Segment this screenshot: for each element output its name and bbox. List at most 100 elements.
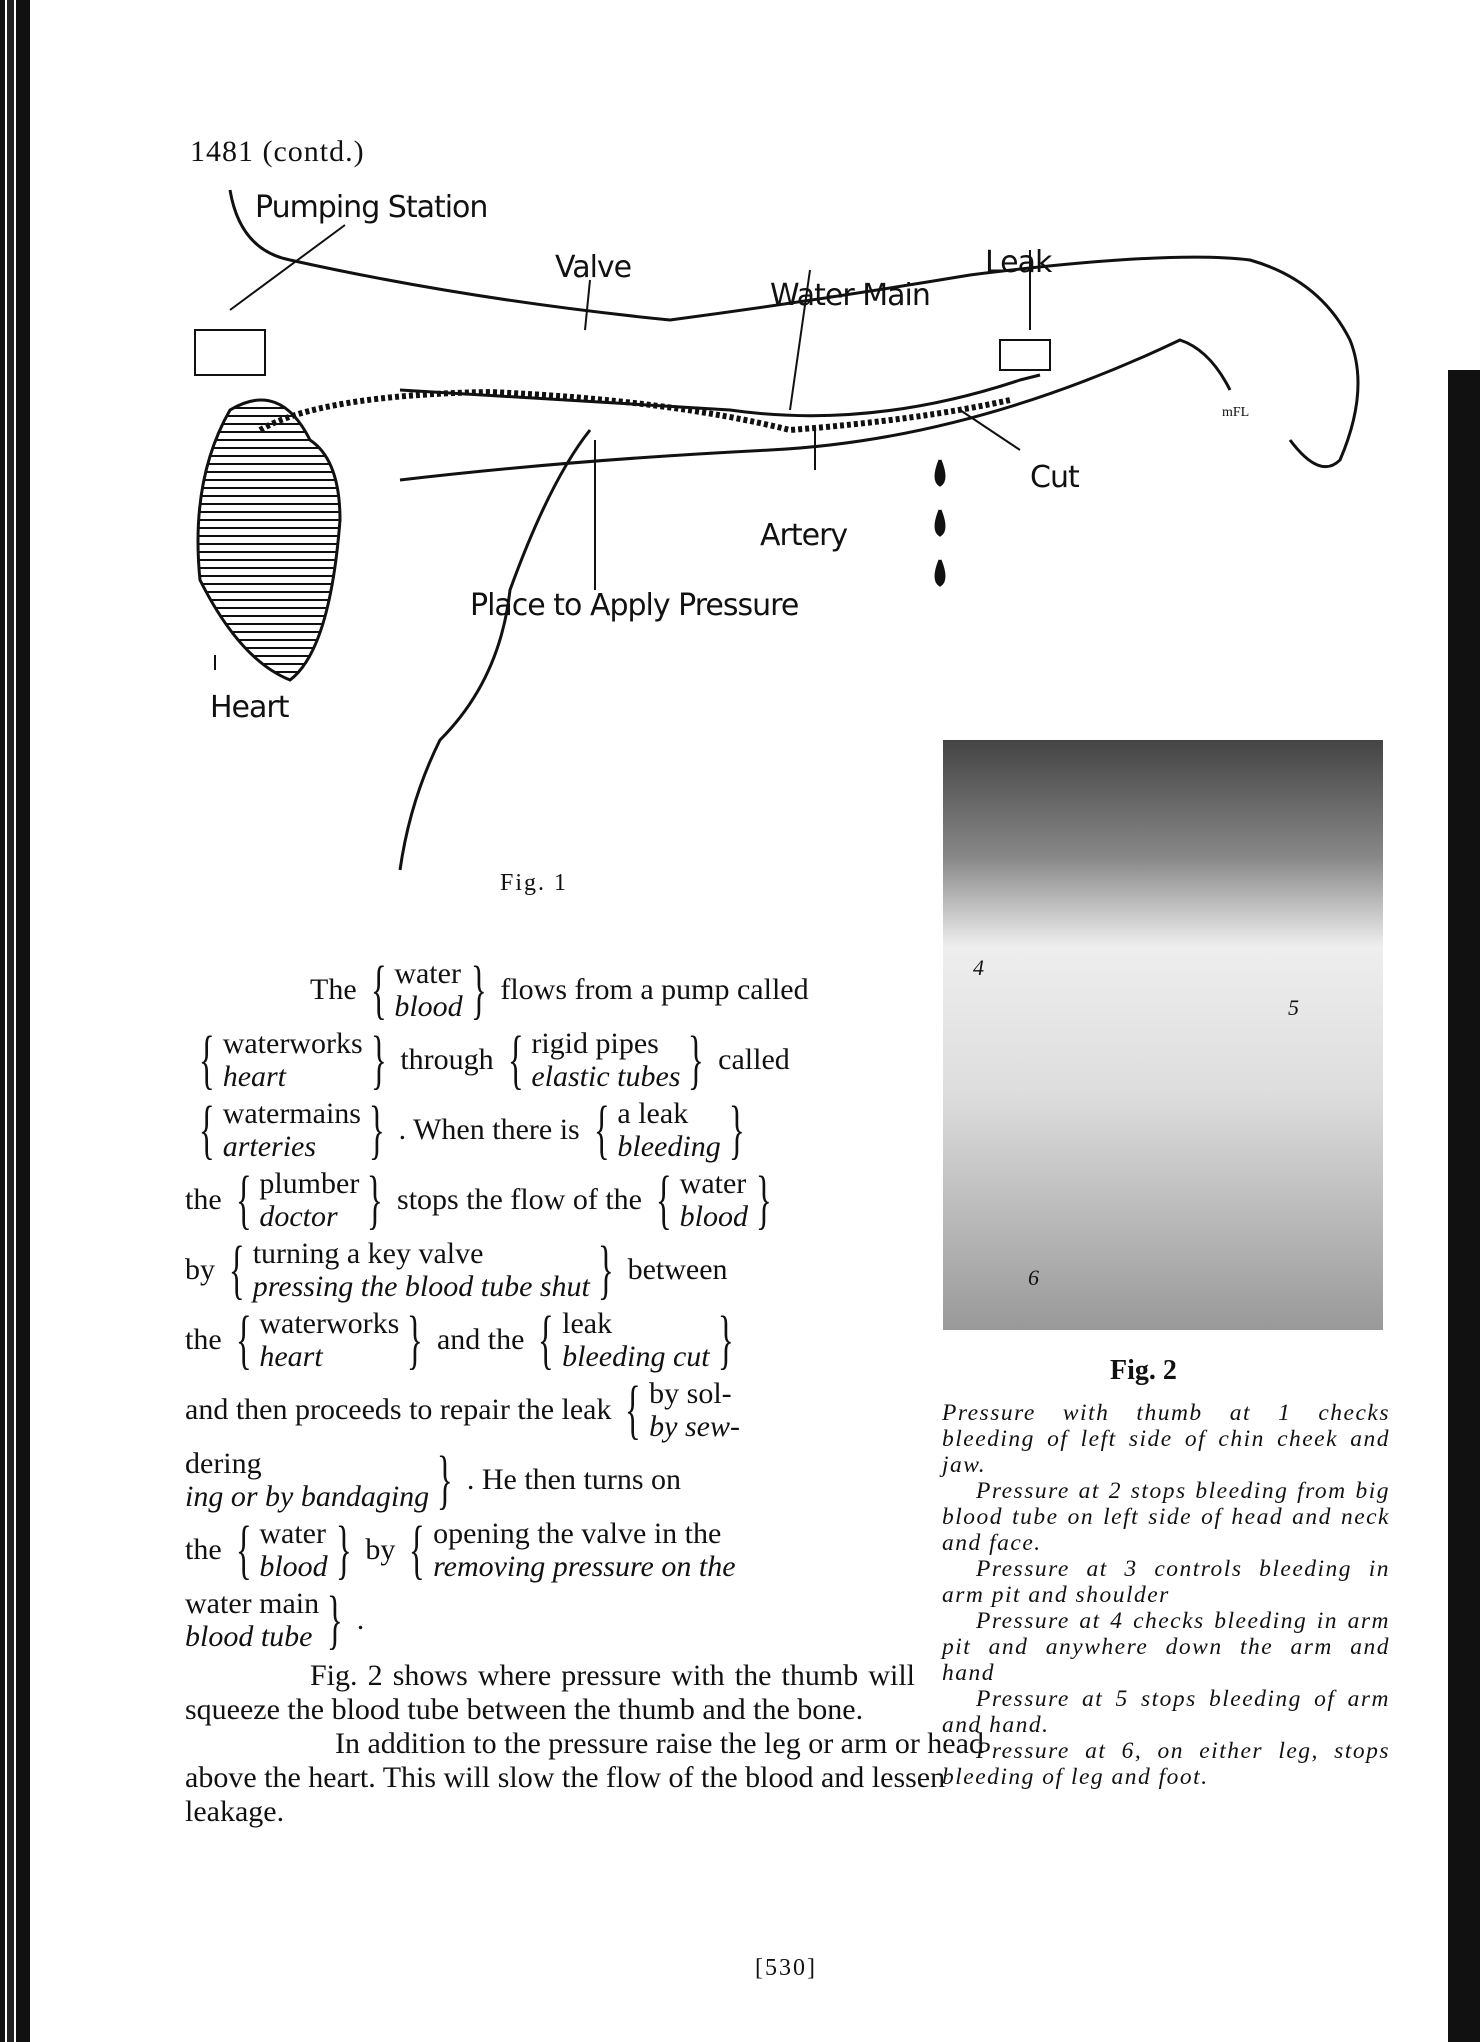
choice-body: bleeding (617, 1130, 721, 1163)
choice-water: water main (185, 1587, 320, 1620)
choice-water: water (394, 957, 461, 990)
scan-right-edge (1448, 370, 1480, 2042)
leak-house (999, 339, 1051, 371)
label-artery: Artery (760, 518, 848, 553)
choice-body: arteries (222, 1130, 317, 1163)
choice-body: bleeding cut (562, 1340, 710, 1373)
text: the (185, 1183, 222, 1216)
arm-outline-bottom (399, 338, 1232, 482)
choice-water: waterworks (259, 1307, 400, 1340)
figure-2-photo: 4 5 6 (943, 740, 1383, 1330)
choice-water: watermains (222, 1097, 361, 1130)
choice-body: ing or by bandaging (185, 1480, 430, 1513)
choice-water: plumber (259, 1167, 360, 1200)
choice-body: blood tube (185, 1620, 313, 1653)
choice-water: water (259, 1517, 326, 1550)
page-number: [530] (755, 1955, 817, 1981)
text: the (185, 1533, 222, 1566)
label-pumping-station: Pumping Station (255, 190, 488, 225)
choice-body: pressing the blood tube shut (252, 1270, 590, 1303)
artist-initials: mFL (1222, 405, 1250, 420)
paragraph-fig2: Fig. 2 shows where pressure with the thu… (185, 1659, 915, 1726)
choice-water: opening the valve in the (433, 1517, 722, 1550)
text: The (310, 973, 357, 1006)
label-water-main: Water Main (770, 278, 931, 313)
text: the (185, 1323, 222, 1356)
arrows (214, 224, 1031, 670)
text: . When there is (398, 1113, 580, 1146)
figure-2-caption: Fig. 2 (1110, 1355, 1177, 1386)
choice-water: turning a key valve (252, 1237, 484, 1270)
text-row: and then proceeds to repair the leak {by… (185, 1375, 915, 1445)
text: by (365, 1533, 396, 1566)
choice-water: dering (185, 1447, 262, 1480)
label-heart: Heart (210, 690, 289, 725)
note-4: Pressure at 4 checks bleeding in arm pit… (942, 1608, 1390, 1686)
text: and the (436, 1323, 525, 1356)
text: between (627, 1253, 728, 1286)
note-1: Pressure with thumb at 1 checks bleeding… (942, 1400, 1390, 1478)
choice-water: leak (562, 1307, 613, 1340)
section-header: 1481 (contd.) (190, 135, 365, 168)
choice-water: a leak (617, 1097, 689, 1130)
choice-body: by sew- (649, 1410, 740, 1443)
water-main-pipe (399, 373, 1041, 418)
choice-water: rigid pipes (531, 1027, 659, 1060)
label-valve: Valve (555, 250, 632, 285)
figure-1-diagram (194, 189, 1360, 871)
note-2: Pressure at 2 stops bleeding from big bl… (942, 1478, 1390, 1556)
note-5: Pressure at 5 stops bleeding of arm and … (942, 1686, 1390, 1738)
pressure-point-5: 5 (1288, 995, 1299, 1020)
note-6: Pressure at 6, on either leg, stops blee… (942, 1738, 1390, 1790)
pressure-point-4: 4 (973, 955, 984, 980)
choice-water: waterworks (222, 1027, 363, 1060)
label-leak: Leak (985, 245, 1052, 280)
text: and then proceeds to repair the leak (185, 1393, 612, 1426)
text: flows from a pump called (500, 973, 809, 1006)
pressure-point-6: 6 (1028, 1265, 1039, 1290)
label-cut: Cut (1030, 460, 1080, 495)
choice-body: doctor (259, 1200, 338, 1233)
pumping-station-house (194, 329, 266, 376)
choice-body: blood (679, 1200, 749, 1233)
artery-tube (258, 388, 1011, 434)
figure-1-caption: Fig. 1 (500, 870, 569, 896)
note-3: Pressure at 3 controls bleeding in arm p… (942, 1556, 1390, 1608)
text: through (400, 1043, 494, 1076)
text: . (356, 1603, 365, 1636)
text: called (718, 1043, 790, 1076)
scan-binding-edge (0, 0, 38, 2042)
choice-body: heart (259, 1340, 323, 1373)
choice-body: blood (259, 1550, 328, 1583)
choice-body: removing pressure on the (433, 1550, 736, 1583)
brace-choice: {by sol-by sew- (625, 1373, 740, 1446)
choice-body: blood (394, 990, 463, 1023)
paragraph-raise-limb: In addition to the pressure raise the le… (185, 1727, 984, 1828)
choice-body: heart (222, 1060, 287, 1093)
text: . He then turns on (466, 1463, 681, 1496)
choice-water: by sol- (649, 1377, 732, 1410)
arm-lower-line (398, 429, 592, 871)
choice-water: water (679, 1167, 747, 1200)
